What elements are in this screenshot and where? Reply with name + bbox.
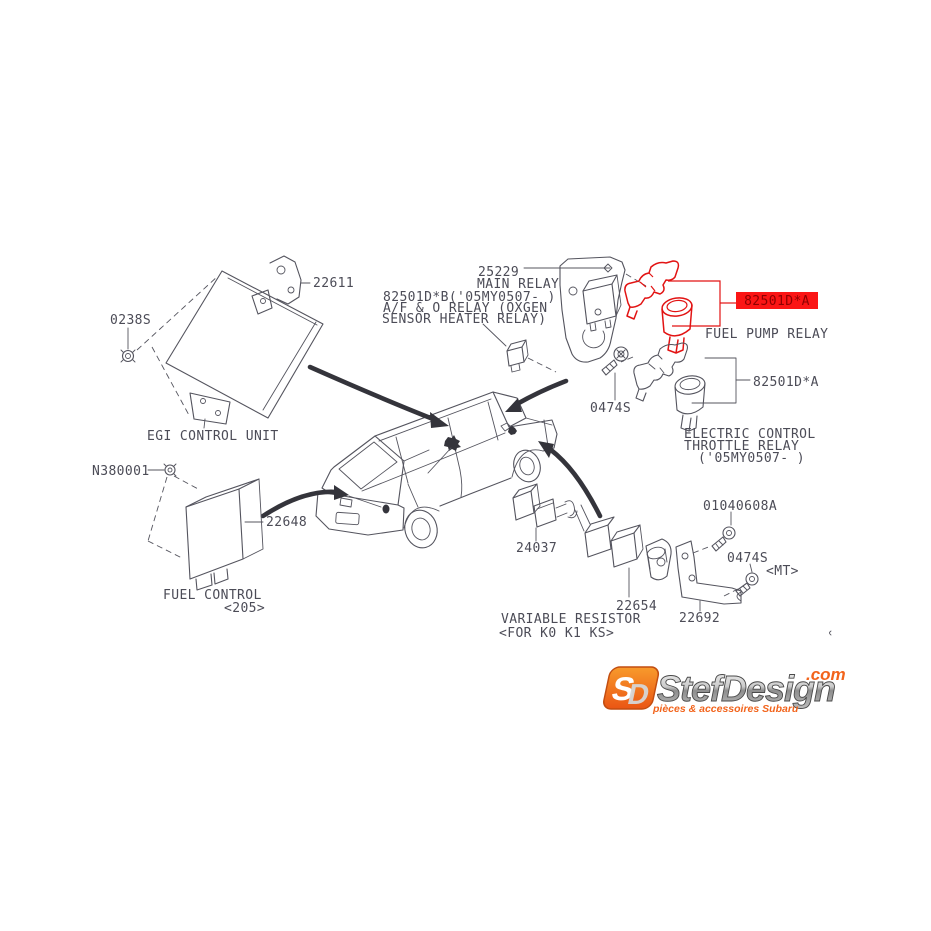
- af-relay-line2: A/F & O RELAY (OXGEN: [383, 301, 548, 316]
- location-arrows: [260, 364, 603, 519]
- part-number-22611: 22611: [313, 276, 354, 291]
- part-number-24037: 24037: [516, 541, 557, 556]
- part-number-0474s-upper: 0474S: [590, 401, 631, 416]
- part-number-n380001: N380001: [92, 464, 150, 479]
- fuel-pump-relay-caption: FUEL PUMP RELAY: [705, 327, 828, 342]
- logo-monogram-tile: S D: [603, 666, 660, 711]
- af-relay-line1: 82501D*B('05MY0507- ): [383, 290, 556, 305]
- part-number-82501da-highlight[interactable]: 82501D*A: [744, 294, 810, 309]
- highlighted-part-label[interactable]: 82501D*A: [736, 292, 818, 309]
- nut-n380001-icon: [163, 463, 177, 477]
- nut-0238s-icon: [120, 349, 136, 363]
- note-mt: <MT>: [766, 564, 799, 579]
- arrow-relay-to-cowl: [514, 378, 569, 407]
- throttle-relay-assembly: 82501D*A ELECTRIC CONTROL THROTTLE RELAY…: [620, 342, 819, 466]
- af-o2-relay-assembly: 82501D*B('05MY0507- ) A/F & O RELAY (OXG…: [382, 290, 557, 373]
- screw-0474s-upper: 0474S: [590, 346, 631, 416]
- throttle-relay-line3: ('05MY0507- ): [698, 451, 805, 466]
- variable-resistor-caption2: <FOR K0 K1 KS>: [499, 626, 614, 641]
- arrow-fuelcontrol-to-body: [260, 489, 339, 519]
- variable-resistor-assembly: 24037 22654 22692 01040608A: [499, 483, 799, 641]
- logo-tld-text: .com: [806, 665, 846, 684]
- fuel-control-caption1: FUEL CONTROL: [163, 588, 262, 603]
- stray-mark: [829, 630, 832, 636]
- part-number-0474s-mt: 0474S: [727, 551, 768, 566]
- logo-brand-text[interactable]: StefDesign: [657, 668, 837, 710]
- cowl-grommet-marker: [508, 426, 517, 435]
- part-number-25229: 25229: [478, 265, 519, 280]
- leader-0474s-mt: [749, 563, 753, 573]
- arrow-egi-to-roof: [307, 364, 436, 422]
- roof-grommet-marker: [444, 435, 461, 451]
- egi-control-unit-assembly: 0238S 22611 EGI CONTROL UNIT: [110, 255, 354, 444]
- fuel-control-assembly: N380001 22648 FUEL CONTROL <205>: [92, 463, 307, 616]
- part-number-0238s: 0238S: [110, 313, 151, 328]
- sterdesign-logo[interactable]: S D StefDesign .com pièces & accessoires…: [602, 665, 846, 715]
- part-number-82501da: 82501D*A: [753, 375, 819, 390]
- throttle-relay-line1: ELECTRIC CONTROL: [684, 427, 816, 442]
- part-number-01040608a: 01040608A: [703, 499, 777, 514]
- screw-0474s-mt-icon: [735, 572, 759, 597]
- main-relay-assembly: 25229 MAIN RELAY: [477, 256, 647, 363]
- part-number-22648: 22648: [266, 515, 307, 530]
- part-number-22692: 22692: [679, 611, 720, 626]
- part-number-22654: 22654: [616, 599, 657, 614]
- fuel-control-caption2: <205>: [224, 601, 265, 616]
- arrow-resistor-to-floor: [548, 447, 603, 519]
- rear-door-grommet-marker: [382, 504, 390, 514]
- main-relay-caption: MAIN RELAY: [477, 277, 559, 292]
- egi-caption: EGI CONTROL UNIT: [147, 429, 279, 444]
- af-relay-line3: SENSOR HEATER RELAY): [382, 312, 547, 327]
- logo-tagline: pièces & accessoires Subaru: [652, 703, 799, 715]
- fuel-pump-relay-assembly: 82501D*A FUEL PUMP RELAY: [624, 260, 828, 354]
- car-illustration: [315, 391, 558, 549]
- highlight-box: [668, 280, 721, 327]
- bolt-01040608a-icon: [711, 526, 736, 552]
- throttle-relay-line2: THROTTLE RELAY: [684, 439, 799, 454]
- variable-resistor-caption1: VARIABLE RESISTOR: [501, 612, 641, 627]
